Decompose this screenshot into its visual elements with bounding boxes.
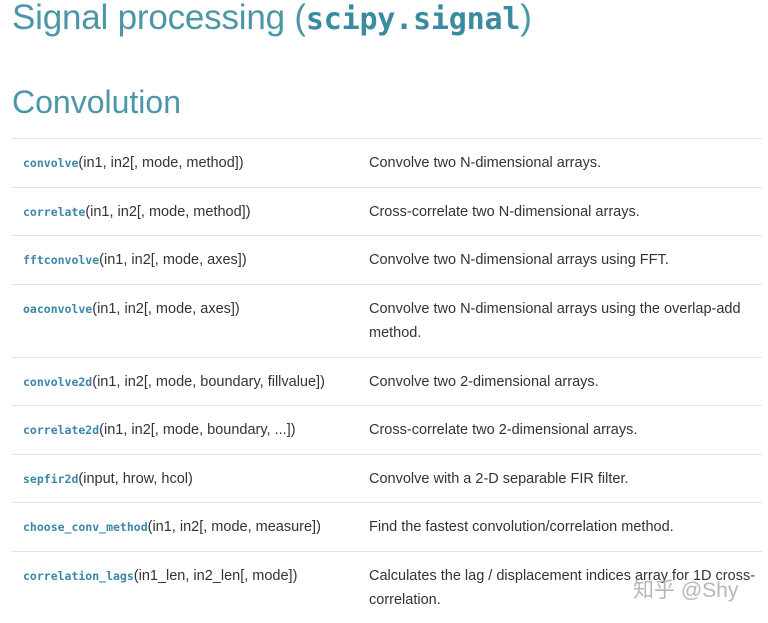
function-description: Convolve two 2-dimensional arrays. <box>369 357 762 406</box>
table-row: choose_conv_method(in1, in2[, mode, meas… <box>12 502 762 552</box>
function-link[interactable]: correlation_lags <box>23 568 134 583</box>
table-row: convolve(in1, in2[, mode, method]) Convo… <box>12 138 762 188</box>
function-link[interactable]: sepfir2d <box>23 471 79 486</box>
function-args: (in1_len, in2_len[, mode]) <box>133 567 298 584</box>
function-signature: correlate(in1, in2[, mode, method]) <box>12 187 369 236</box>
function-link[interactable]: correlate2d <box>23 423 100 437</box>
function-args: (in1, in2[, mode, method]) <box>78 155 244 171</box>
function-args: (input, hrow, hcol) <box>78 470 193 487</box>
function-signature: correlate2d(in1, in2[, mode, boundary, .… <box>12 405 369 455</box>
function-description: Find the fastest convolution/correlation… <box>369 502 762 552</box>
table-row: oaconvolve(in1, in2[, mode, axes]) Convo… <box>12 284 762 358</box>
function-link[interactable]: choose_conv_method <box>23 520 148 534</box>
function-signature: choose_conv_method(in1, in2[, mode, meas… <box>12 502 369 552</box>
function-description: Convolve two N-dimensional arrays using … <box>369 235 762 285</box>
page-title: Signal processing (scipy.signal) <box>12 0 532 38</box>
page-title-close: ) <box>520 0 532 37</box>
function-description: Convolve two N-dimensional arrays using … <box>369 284 762 358</box>
function-signature: convolve(in1, in2[, mode, method]) <box>12 138 369 188</box>
function-table: convolve(in1, in2[, mode, method]) Convo… <box>12 138 762 623</box>
function-link[interactable]: fftconvolve <box>23 253 100 267</box>
function-args: (in1, in2[, mode, method]) <box>85 203 251 220</box>
table-row: sepfir2d(input, hrow, hcol) Convolve wit… <box>12 454 762 503</box>
function-signature: correlation_lags(in1_len, in2_len[, mode… <box>12 551 369 623</box>
function-args: (in1, in2[, mode, boundary, ...]) <box>99 422 296 438</box>
function-args: (in1, in2[, mode, boundary, fillvalue]) <box>92 373 325 390</box>
function-signature: fftconvolve(in1, in2[, mode, axes]) <box>12 235 369 285</box>
function-description: Cross-correlate two 2-dimensional arrays… <box>369 405 762 455</box>
function-description: Cross-correlate two N-dimensional arrays… <box>369 187 762 236</box>
function-signature: sepfir2d(input, hrow, hcol) <box>12 454 369 503</box>
table-row: correlate(in1, in2[, mode, method]) Cros… <box>12 187 762 236</box>
function-link[interactable]: convolve2d <box>23 374 93 389</box>
function-signature: oaconvolve(in1, in2[, mode, axes]) <box>12 284 369 358</box>
function-args: (in1, in2[, mode, axes]) <box>99 252 247 268</box>
function-description: Calculates the lag / displacement indice… <box>369 551 762 623</box>
function-table-body: convolve(in1, in2[, mode, method]) Convo… <box>12 138 762 623</box>
table-row: fftconvolve(in1, in2[, mode, axes]) Conv… <box>12 235 762 285</box>
function-description: Convolve two N-dimensional arrays. <box>369 138 762 188</box>
table-row: convolve2d(in1, in2[, mode, boundary, fi… <box>12 357 762 406</box>
function-link[interactable]: oaconvolve <box>23 301 93 316</box>
function-link[interactable]: correlate <box>23 204 86 219</box>
function-args: (in1, in2[, mode, axes]) <box>92 300 240 317</box>
function-link[interactable]: convolve <box>23 156 79 170</box>
page-title-module: scipy.signal <box>305 2 521 37</box>
function-description: Convolve with a 2-D separable FIR filter… <box>369 454 762 503</box>
function-args: (in1, in2[, mode, measure]) <box>147 519 321 535</box>
table-row: correlate2d(in1, in2[, mode, boundary, .… <box>12 405 762 455</box>
section-title-convolution: Convolution <box>12 84 181 120</box>
function-signature: convolve2d(in1, in2[, mode, boundary, fi… <box>12 357 369 406</box>
table-row: correlation_lags(in1_len, in2_len[, mode… <box>12 551 762 623</box>
page-title-text: Signal processing ( <box>12 0 306 37</box>
